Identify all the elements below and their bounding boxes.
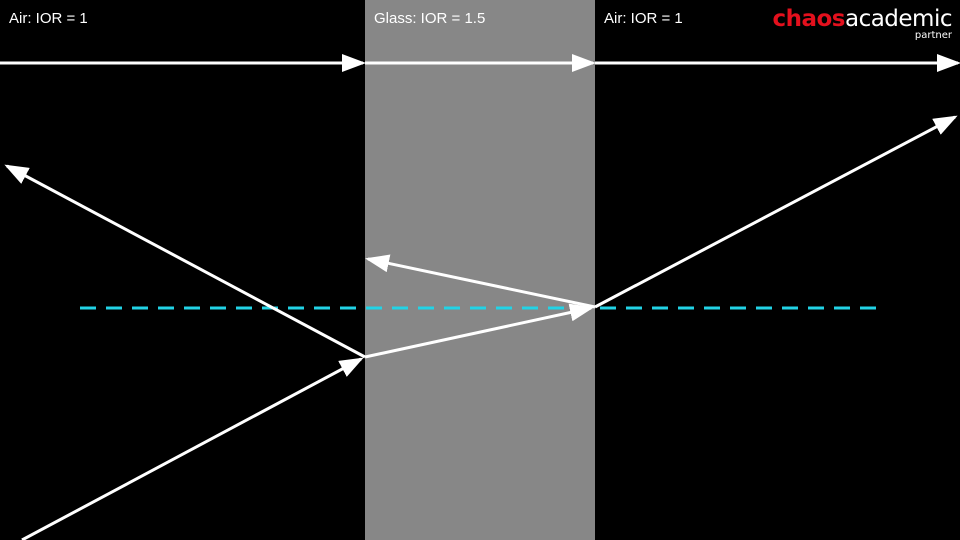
exiting-ray: [594, 115, 958, 309]
incident-ray-oblique: [21, 357, 364, 540]
right-medium-label: Air: IOR = 1: [604, 10, 683, 27]
reflected-ray-first-surface: [4, 164, 366, 359]
refracted-ray-in-glass: [364, 303, 594, 359]
logo-subtitle: partner: [914, 30, 952, 41]
logo-word: academic: [844, 6, 953, 32]
logo-text: chaosacademic: [772, 5, 952, 33]
internal-reflected-ray: [365, 254, 596, 309]
left-medium-label: Air: IOR = 1: [9, 10, 88, 27]
logo-brand: chaos: [772, 6, 845, 32]
glass-slab: [365, 0, 595, 540]
glass-medium-label: Glass: IOR = 1.5: [374, 10, 486, 27]
chaos-academic-logo: chaosacademic partner: [752, 5, 952, 45]
